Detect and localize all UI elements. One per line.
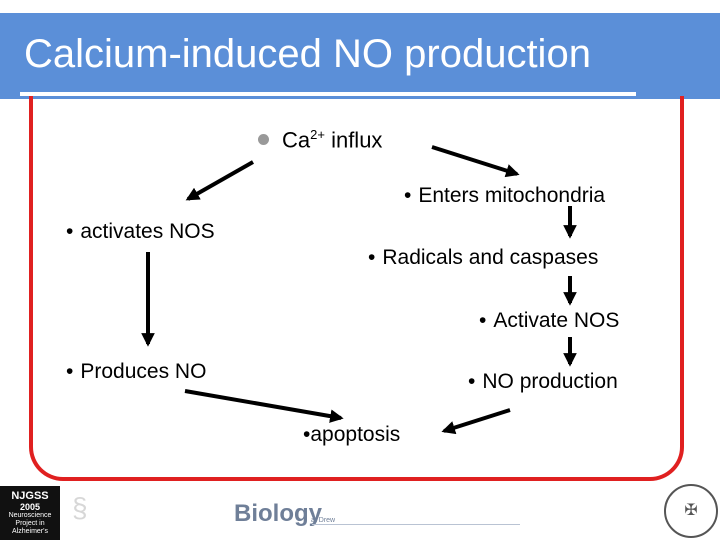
dna-helix-icon: § (72, 492, 88, 523)
node-produces-no: • Produces NO (66, 360, 206, 384)
bullet-icon: • (468, 370, 476, 393)
ca-label: Ca (282, 127, 311, 153)
produces-no-label: Produces NO (80, 360, 207, 383)
logo-line1: NJGSS (11, 490, 49, 502)
bullet-icon: • (368, 246, 376, 269)
arrow-ca-to-activates (185, 160, 254, 201)
radicals-label: Radicals and caspases (382, 246, 599, 269)
logo-line5: Alzheimer's (12, 528, 48, 535)
university-seal-icon: ✠ (664, 484, 718, 538)
node-radicals-caspases: • Radicals and caspases (368, 246, 598, 270)
enters-mito-label: Enters mitochondria (418, 184, 606, 207)
arrow-no-to-apoptosis (441, 408, 511, 435)
red-frame (29, 96, 684, 481)
grey-circle-bullet-icon (258, 134, 269, 146)
logo-line3: Neuroscience (8, 512, 52, 519)
activate-nos-label: Activate NOS (493, 309, 620, 332)
logo-line2: 2005 (19, 502, 41, 512)
node-activate-nos: • Activate NOS (479, 309, 619, 333)
njgss-logo: NJGSS 2005 Neuroscience Project in Alzhe… (0, 486, 60, 540)
node-activates-nos: • activates NOS (66, 220, 215, 244)
ca-superscript: 2+ (310, 127, 325, 142)
node-ca-influx: Ca2+ influx (258, 127, 382, 153)
activates-nos-label: activates NOS (80, 220, 215, 243)
bullet-icon: • (66, 360, 74, 383)
brand-underline (312, 524, 520, 525)
arrow-ca-to-mito (431, 145, 520, 178)
node-no-production: • NO production (468, 370, 618, 394)
bullet-icon: • (66, 220, 74, 243)
bullet-icon: • (404, 184, 412, 207)
apoptosis-label: apoptosis (310, 423, 401, 446)
bullet-icon: • (479, 309, 487, 332)
slide-title: Calcium-induced NO production (24, 32, 591, 76)
bullet-icon: • (303, 423, 311, 446)
logo-line4: Project in (15, 520, 45, 527)
title-bar: Calcium-induced NO production (0, 0, 720, 110)
no-production-label: NO production (482, 370, 618, 393)
biology-brand-sub: at Drew (311, 517, 336, 524)
node-enters-mitochondria: • Enters mitochondria (404, 184, 605, 208)
title-underline (20, 92, 636, 96)
title-background (0, 13, 720, 99)
biology-brand: Biology (234, 500, 322, 527)
arrow-produces-to-apoptosis (184, 389, 344, 423)
node-apoptosis: •apoptosis (303, 423, 400, 447)
ca-rest: influx (324, 127, 383, 153)
